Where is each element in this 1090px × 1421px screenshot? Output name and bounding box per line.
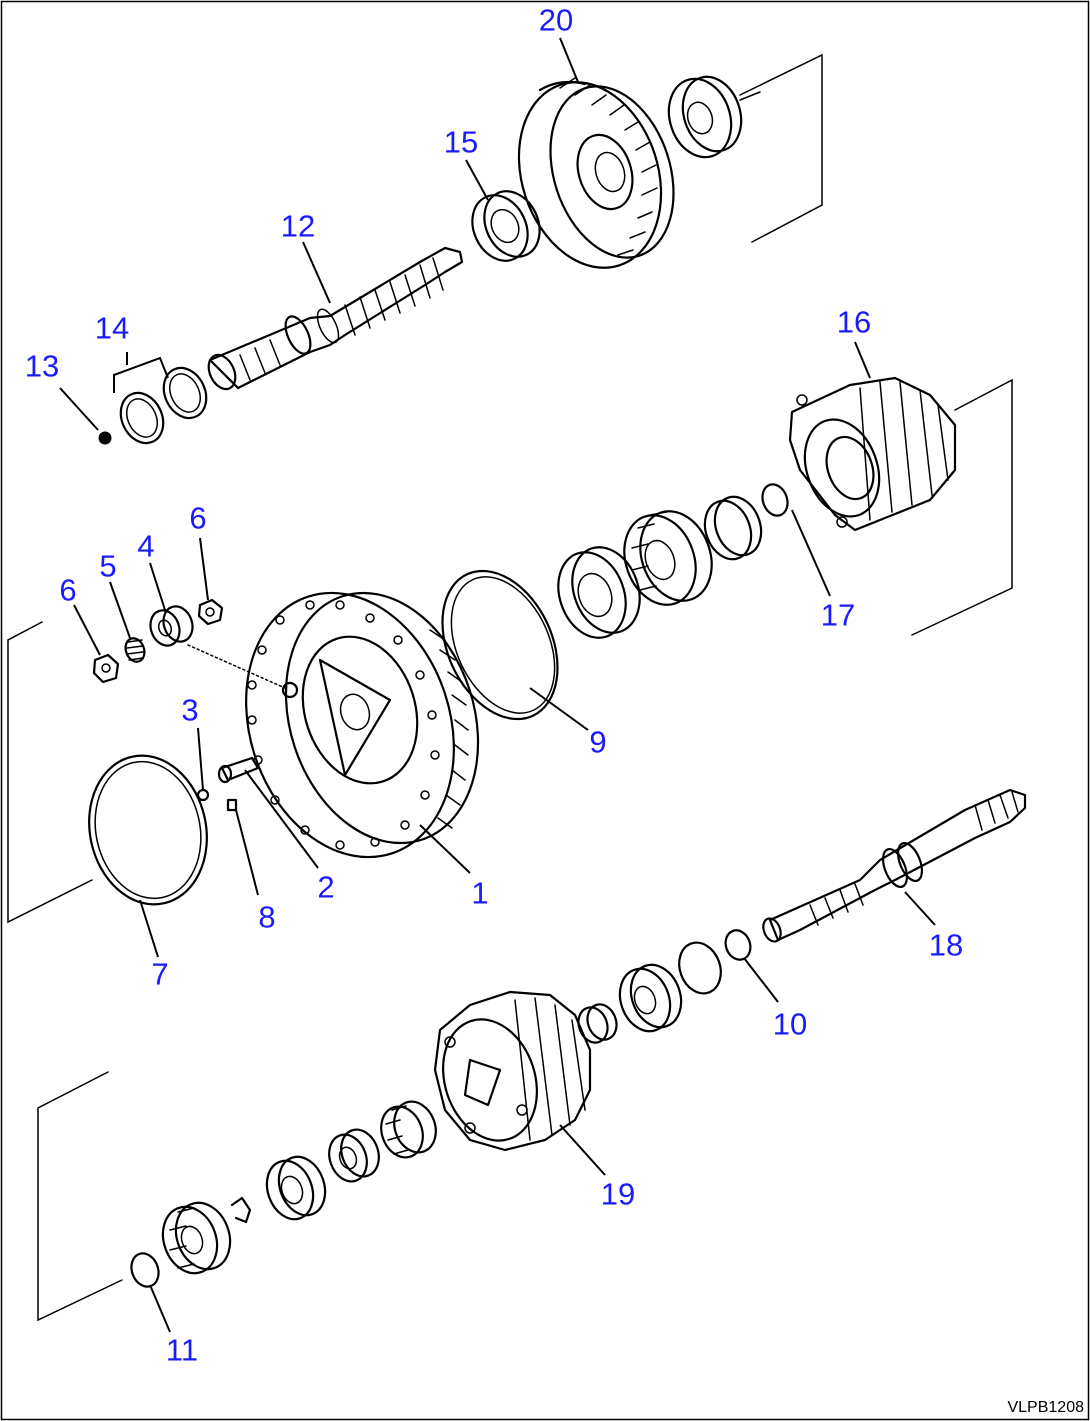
leader-lines <box>59 37 936 1333</box>
bottom-bearing-large <box>618 963 683 1033</box>
part-19-carrier <box>433 990 592 1152</box>
part-5-spring <box>124 637 146 663</box>
callout-16: 15 <box>443 124 479 160</box>
callout-17: 16 <box>836 304 872 340</box>
part-7-o-ring <box>88 754 208 906</box>
bottom-gear-d <box>161 1201 232 1275</box>
callout-3: 3 <box>181 692 199 728</box>
bracket-middle-right <box>911 378 1013 636</box>
callout-6-right: 6 <box>189 500 207 536</box>
callout-10: 10 <box>772 1006 808 1042</box>
callout-7: 7 <box>151 956 169 992</box>
part-11-snap-ring <box>130 1252 160 1288</box>
bracket-bottom <box>37 1071 123 1322</box>
callout-2: 2 <box>317 869 335 905</box>
bottom-clip <box>230 1196 252 1224</box>
part-4-bearing <box>149 605 194 647</box>
assembly-line-4 <box>187 644 286 689</box>
part-10-snap-ring <box>724 929 752 961</box>
callout-19: 19 <box>600 1176 636 1212</box>
callout-6-left: 6 <box>59 572 77 608</box>
part-16-bearing <box>471 190 541 262</box>
part-2-pin <box>217 756 260 784</box>
callout-8: 8 <box>258 899 276 935</box>
part-18-shaft <box>762 788 1027 943</box>
part-14-snap-rings <box>119 366 208 445</box>
callout-12: 12 <box>280 208 316 244</box>
part-9-ring <box>441 569 559 721</box>
callout-1: 1 <box>471 875 489 911</box>
part-8-pin <box>226 798 238 812</box>
bracket-top <box>739 53 823 243</box>
callout-5: 5 <box>99 548 117 584</box>
bottom-gear-a <box>380 1100 437 1159</box>
callout-20: 20 <box>538 2 574 38</box>
callout-9: 9 <box>589 724 607 760</box>
part-13-ball <box>98 431 112 445</box>
bracket-middle-left <box>7 621 93 924</box>
thin-ring <box>678 941 722 995</box>
bottom-bearing-c <box>265 1155 327 1221</box>
bottom-gear-b <box>328 1128 380 1183</box>
part-6-nut-right <box>197 598 224 626</box>
part-12-shaft <box>207 246 464 391</box>
part-6-nut-left <box>92 653 120 684</box>
callout-4: 4 <box>137 528 155 564</box>
bottom-ring-small <box>577 1003 618 1044</box>
callout-15: 17 <box>820 597 856 633</box>
drawing-code: VLPB1208 <box>1007 1399 1084 1416</box>
part-20-bearing <box>667 75 761 159</box>
middle-gear-stack <box>557 495 763 639</box>
callout-11: 11 <box>165 1332 199 1368</box>
callout-13: 13 <box>24 348 60 384</box>
part-1-flange-housing <box>245 591 480 859</box>
callout-14: 14 <box>94 310 130 346</box>
part-17-carrier-housing <box>788 376 957 532</box>
part-20-gear-drum <box>517 77 675 269</box>
callout-18: 18 <box>928 927 964 963</box>
part-15-snap-ring <box>761 483 789 517</box>
